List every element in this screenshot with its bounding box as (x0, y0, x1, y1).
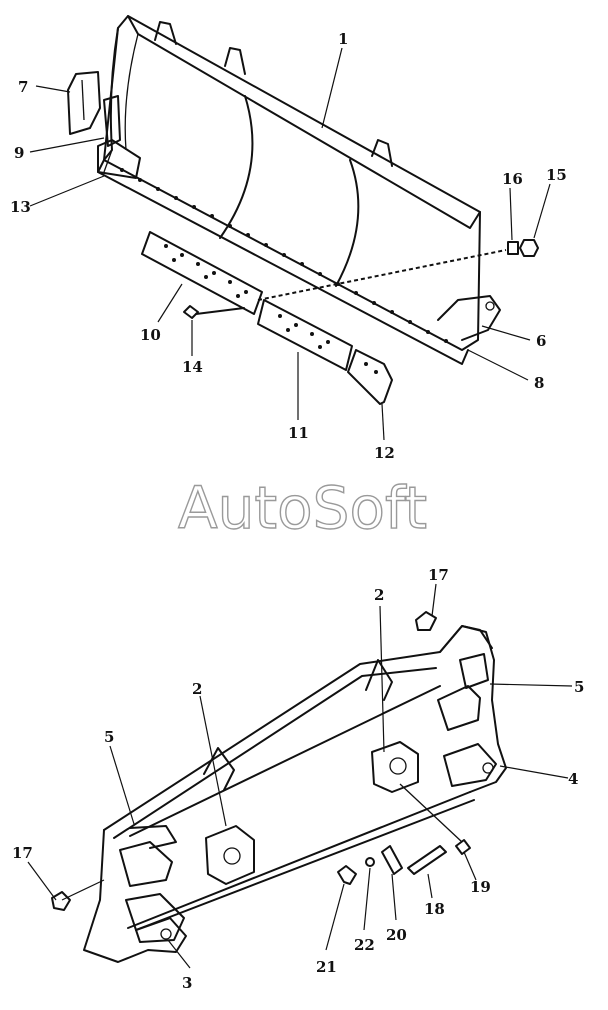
callout-5-right: 5 (574, 678, 584, 696)
upper-leaders (29, 47, 551, 441)
fastener-17-top (415, 611, 437, 631)
callout-8: 8 (534, 374, 544, 392)
bolt-14 (183, 305, 199, 319)
lock-20 (381, 845, 403, 875)
callout-5-left: 5 (104, 728, 114, 746)
callout-16: 16 (502, 170, 523, 188)
corner-bit-12 (347, 349, 393, 405)
callout-3: 3 (182, 974, 192, 992)
callout-19: 19 (470, 878, 491, 896)
callout-1: 1 (338, 30, 348, 48)
callout-2-right: 2 (374, 586, 384, 604)
callout-labels: 1 7 9 13 16 15 6 8 10 14 11 12 17 2 5 4 … (10, 30, 584, 992)
cutting-edge-10 (141, 231, 263, 315)
watermark: AutoSoft (178, 474, 427, 542)
callout-4: 4 (568, 770, 578, 788)
callout-10: 10 (140, 326, 161, 344)
callout-2-left: 2 (192, 680, 202, 698)
callout-11: 11 (288, 424, 309, 442)
callout-20: 20 (386, 926, 407, 944)
callout-18: 18 (424, 900, 445, 918)
fastener-17-left (51, 891, 71, 911)
pin-18 (407, 845, 447, 875)
callout-9: 9 (14, 144, 24, 162)
frame-assembly (51, 611, 507, 963)
callout-21: 21 (316, 958, 337, 976)
blade-bolt-holes (120, 168, 448, 343)
lower-leaders (27, 583, 573, 969)
callout-17-left: 17 (12, 844, 33, 862)
callout-12: 12 (374, 444, 395, 462)
callout-7: 7 (18, 78, 28, 96)
callout-17-top: 17 (428, 566, 449, 584)
nut-15 (519, 239, 539, 257)
bolt-16 (507, 241, 519, 255)
callout-15: 15 (546, 166, 567, 184)
callout-22: 22 (354, 936, 375, 954)
washer-19 (455, 839, 471, 855)
bracket-2-right (371, 741, 419, 793)
callout-14: 14 (182, 358, 203, 376)
bracket-2-left (205, 825, 255, 885)
cutting-edge-11 (257, 299, 353, 371)
washer-22 (365, 857, 375, 867)
bolt-21 (337, 865, 357, 885)
callout-13: 13 (10, 198, 31, 216)
callout-6: 6 (536, 332, 546, 350)
blade-assembly (67, 15, 539, 405)
